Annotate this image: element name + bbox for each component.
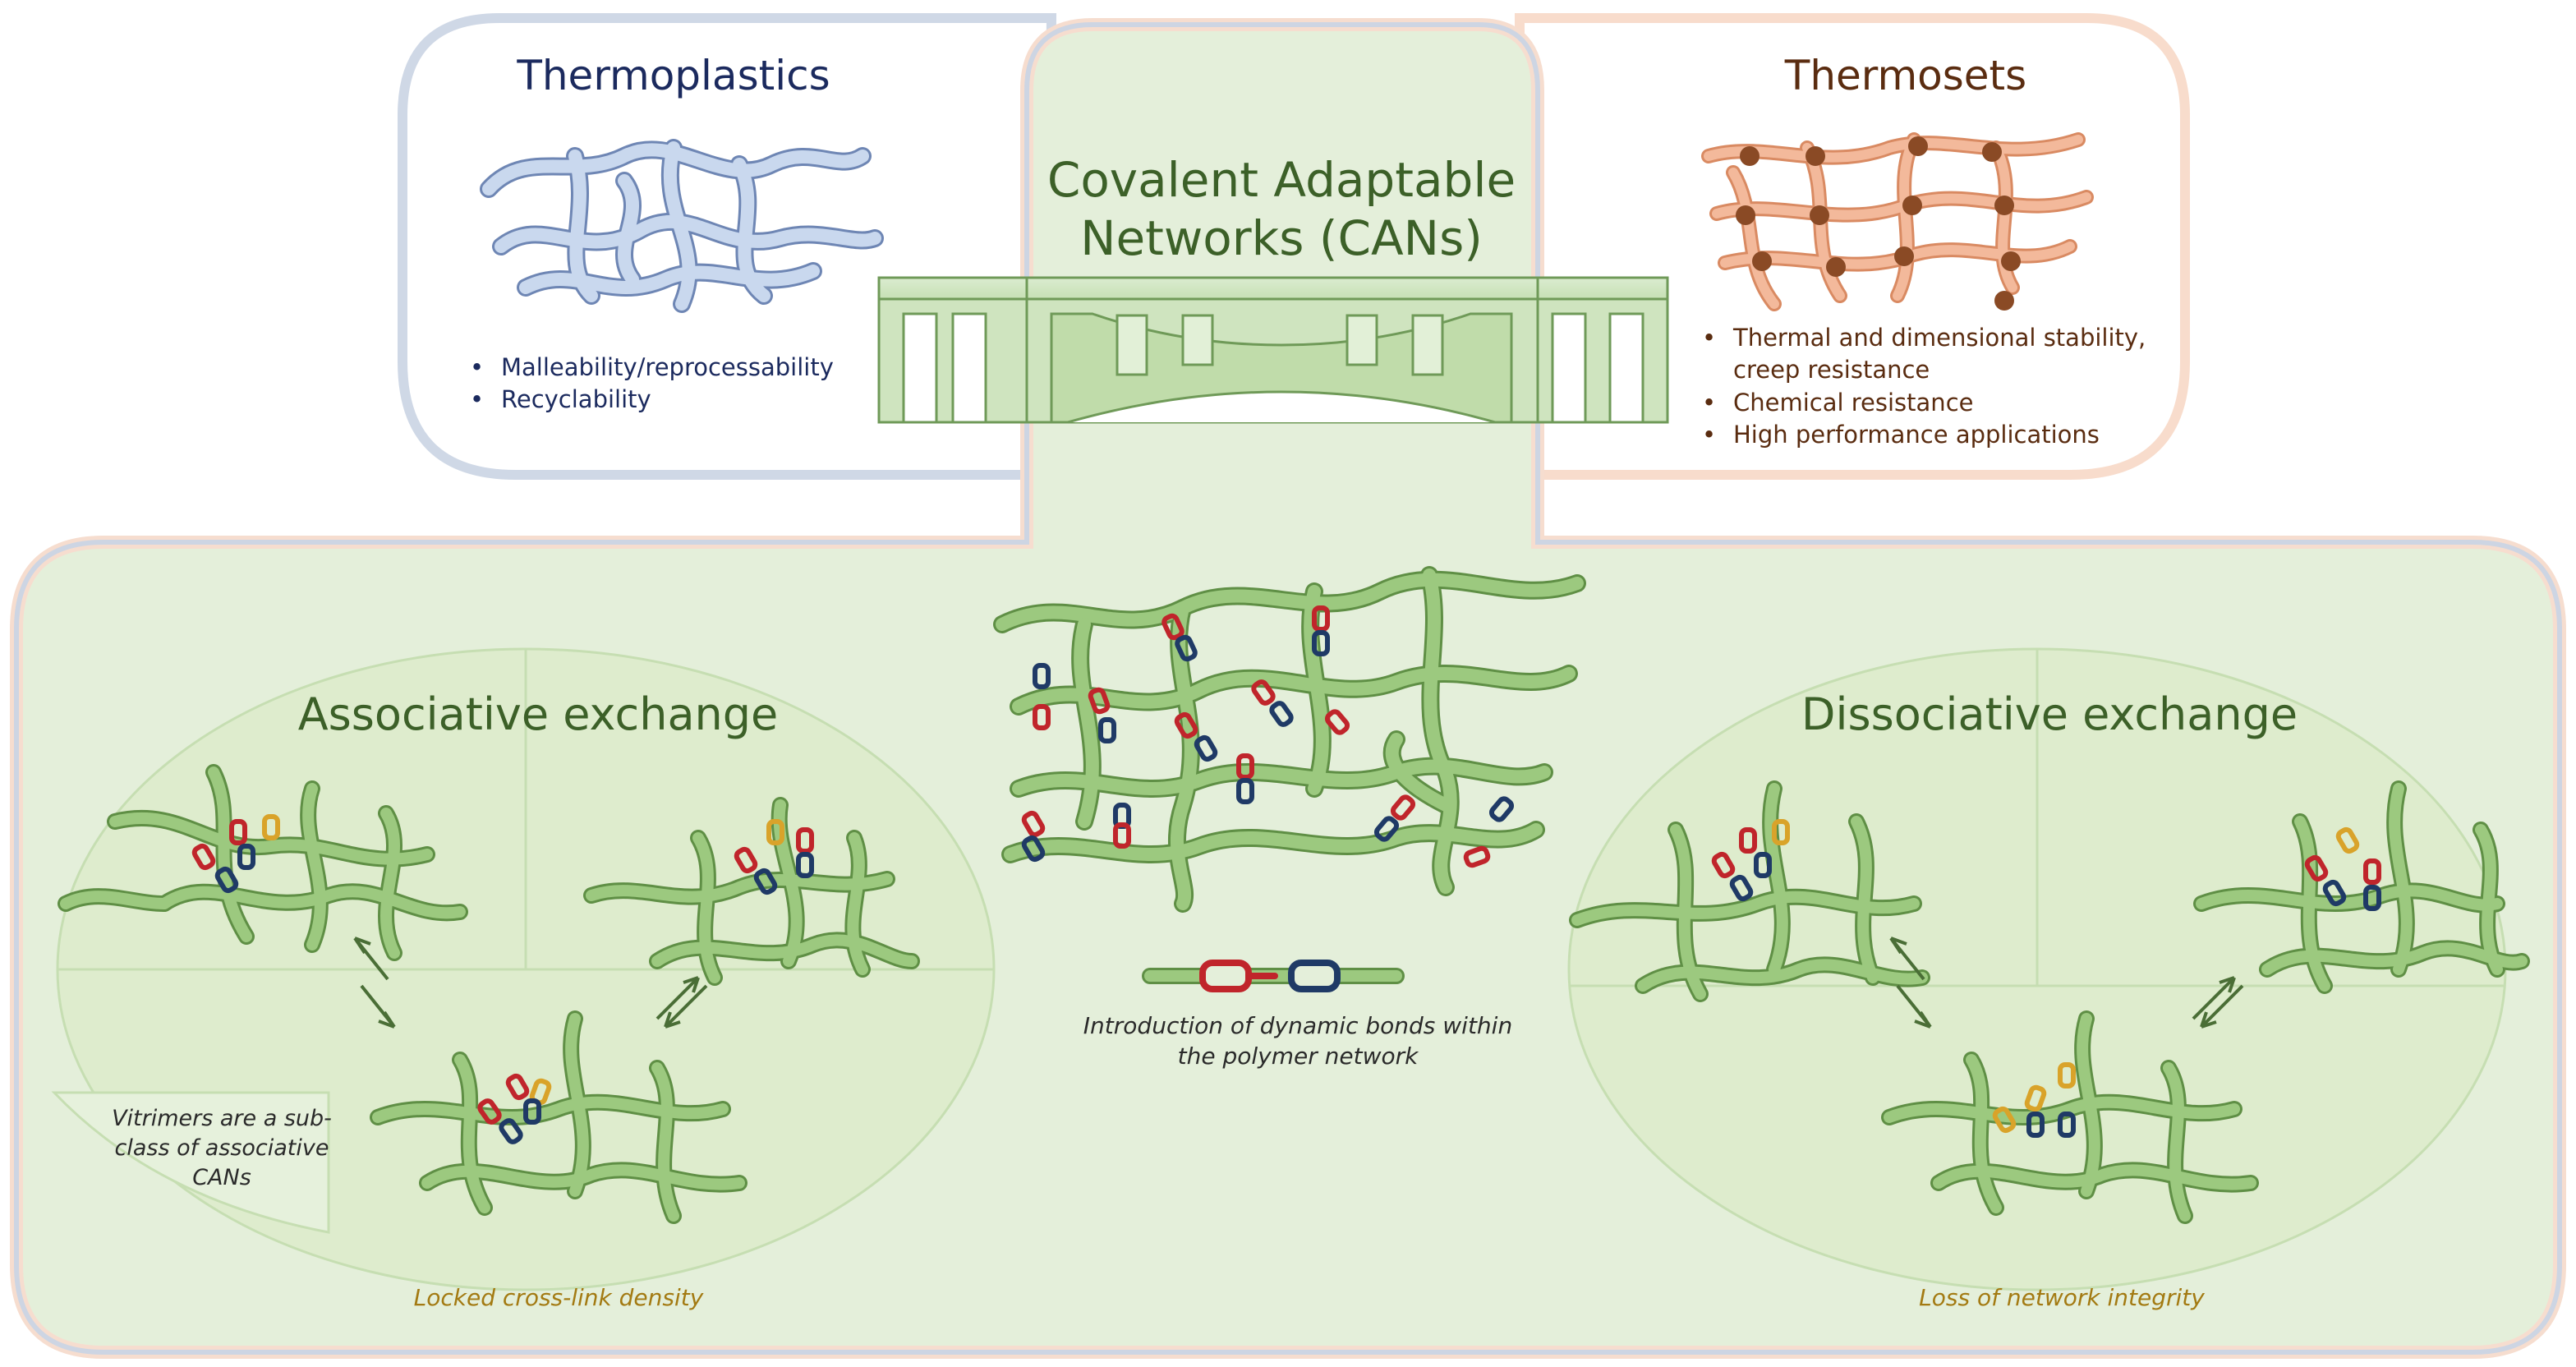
associative-vitrimer-sector [51,1091,330,1234]
associative-title: Associative exchange [297,688,779,740]
thermoset-network-icon [1701,132,2094,311]
equilibrium-arrows-icon [353,937,2244,1029]
dissociative-title: Dissociative exchange [1801,688,2298,740]
associative-network-top-right [583,797,920,986]
dissociative-caption: Loss of network integrity [1919,1284,2205,1311]
thermoplastics-bullets: Malleability/reprocessability Recyclabil… [468,352,928,417]
center-polymer-network [993,566,1586,913]
dissociative-network-bottom [1881,1010,2259,1224]
dynamic-bond-note: Introduction of dynamic bonds within the… [1083,1012,1513,1070]
dissociative-network-top-right [2193,780,2530,994]
cans-panel-inner-border [14,22,2562,1355]
associative-caption: Locked cross-link density [413,1284,704,1311]
thermoplastic-chains-icon [480,139,884,313]
associative-network-bottom [370,1010,748,1224]
bridge-icon [877,276,1669,424]
thermoplastics-bullet: Malleability/reprocessability [470,352,928,384]
dissociative-network-top-left [1569,780,1930,1002]
associative-network-top-left [58,764,468,961]
dynamic-bond-legend-icon [1142,960,1405,992]
vitrimers-note: Vitrimers are a sub-class of associative… [112,1106,332,1190]
thermosets-bullet: High performance applications [1702,419,2193,452]
thermosets-bullet: Chemical resistance [1702,387,2193,420]
thermosets-bullets: Thermal and dimensional stability, creep… [1700,322,2193,452]
thermoplastics-bullet: Recyclability [470,384,928,417]
cans-title: Covalent Adaptable Networks (CANs) [1046,152,1516,266]
thermoplastics-title: Thermoplastics [517,52,830,99]
thermosets-title: Thermosets [1784,52,2027,99]
thermosets-bullet: Thermal and dimensional stability, creep… [1702,322,2193,387]
dissociative-ellipse [1567,647,2507,1291]
